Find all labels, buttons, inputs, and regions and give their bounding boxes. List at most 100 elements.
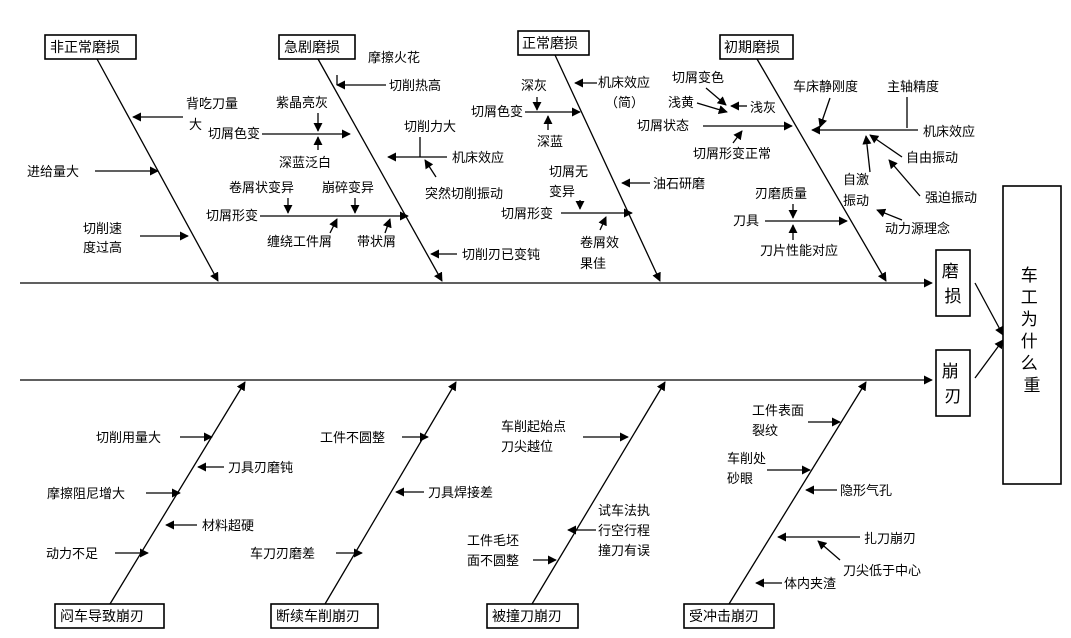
cause-deep-gray: 深灰 (521, 79, 547, 94)
head-box (1002, 185, 1062, 485)
connector-chip-head (974, 339, 1004, 379)
bone-collision (531, 381, 666, 605)
cause-chip-state: 切屑状态 (637, 119, 689, 134)
cause-deep-blue-white: 深蓝泛白 (279, 155, 331, 171)
cause-grind-poor: 车刀刃磨差 (250, 546, 315, 562)
branch-box-chip (935, 349, 971, 417)
category-normal-wear: 正常磨损 (522, 36, 578, 52)
cause-oilstone: 油石研磨 (653, 177, 705, 192)
bone-initial-wear (756, 58, 887, 282)
category-impact: 受冲击崩刃 (689, 609, 759, 625)
cause-stab-chip: 扎刀崩刃 (864, 532, 916, 547)
cause-forced-vibration: 强迫振动 (925, 191, 977, 206)
cause-weld-poor: 刀具焊接差 (428, 485, 493, 501)
arrow-wrap-workpiece (329, 218, 338, 234)
arrow-ribbon-chip (382, 218, 392, 234)
cause-sharpen-quality: 刃磨质量 (755, 187, 807, 202)
cause-deep-blue: 深蓝 (537, 135, 563, 150)
arrow-free-vibration (869, 134, 903, 158)
cause-hidden-pore: 隐形气孔 (840, 483, 892, 499)
bone-normal-wear (554, 54, 661, 282)
cause-back-cut: 背吃刀量 大 (186, 96, 242, 133)
cause-friction-spark: 摩擦火花 (368, 50, 420, 66)
category-box-impact (683, 603, 775, 629)
cause-tool: 刀具 (733, 214, 759, 229)
cause-power-source: 动力源理念 (885, 221, 950, 237)
arrow-self-excited (862, 135, 872, 173)
cause-trial-cut: 试车法执 行空行程 撞刀有误 (598, 503, 654, 559)
arrow-forced-vibration (888, 159, 921, 197)
category-stuffy-car: 闷车导致崩刃 (60, 608, 144, 625)
bone-impact (728, 381, 867, 605)
category-box-rapid-wear (278, 34, 356, 60)
cause-wrap-workpiece: 缠绕工件屑 (267, 234, 332, 250)
cause-start-point: 车削起始点 刀尖越位 (501, 419, 570, 455)
cause-light-yellow: 浅黄 (668, 96, 694, 111)
cause-tip-below-center: 刀尖低于中心 (843, 564, 921, 579)
cause-sand-hole: 车削处 砂眼 (727, 451, 770, 487)
cause-chip-color-change-2: 切屑色变 (471, 104, 523, 120)
cause-lathe-rigidity: 车床静刚度 (793, 79, 858, 95)
cause-light-gray: 浅灰 (750, 101, 776, 116)
cause-blank-uneven: 工件毛坯 面不圆整 (467, 534, 523, 569)
cause-damping-increase: 摩擦阻尼增大 (47, 486, 125, 502)
cause-chip-shape-change-2: 切屑形变 (501, 206, 553, 222)
cause-machine-effect-3: 机床效应 (923, 124, 975, 140)
branch-label-chip: 崩 刃 (942, 362, 964, 407)
arrow-curl-good (598, 216, 607, 231)
category-collision: 被撞刀崩刃 (492, 609, 562, 625)
category-box-collision (486, 603, 579, 629)
cause-curl-shape-var: 卷屑状变异 (229, 180, 294, 196)
cause-machine-effect-2: 机床效应 （简） (598, 75, 654, 111)
cause-feed-large: 进给量大 (27, 165, 79, 180)
cause-blade-performance: 刀片性能对应 (760, 243, 838, 259)
cause-self-excited: 自激 振动 (843, 173, 873, 209)
arrow-chip-shape-normal (732, 130, 743, 144)
arrow-lathe-rigidity (818, 97, 831, 128)
arrow-sudden-vibration (424, 159, 437, 178)
cause-cut-force: 切削力大 (404, 120, 456, 135)
head-title: 车 工 为 什 么 重 (1021, 266, 1043, 396)
cause-cut-heat: 切削热高 (389, 78, 441, 94)
cause-curl-good: 卷屑效 果佳 (580, 235, 623, 272)
cause-chip-color-change-1: 切屑色变 (208, 126, 260, 142)
cause-power-short: 动力不足 (46, 547, 98, 562)
category-rapid-wear: 急剧磨损 (284, 40, 340, 56)
cause-chip-shape-normal: 切屑形变正常 (693, 146, 771, 162)
cause-chip-no-var: 切屑无 变异 (549, 165, 592, 200)
cause-edge-dull: 刀具刃磨钝 (228, 461, 293, 476)
cause-broken-var: 崩碎变异 (322, 180, 374, 196)
cause-edge-changed: 切削刃已变钝 (462, 247, 540, 263)
bone-intermittent (324, 381, 457, 605)
arrow-light-yellow (696, 102, 728, 115)
category-initial-wear: 初期磨损 (724, 39, 780, 56)
branch-box-wear (935, 249, 971, 317)
cause-cut-speed: 切削速 度过高 (83, 222, 126, 256)
cause-free-vibration: 自由振动 (906, 151, 958, 166)
cause-ribbon-chip: 带状屑 (357, 235, 396, 250)
cause-cut-amount-large: 切削用量大 (96, 431, 161, 446)
arrow-chip-color-change-3 (705, 87, 727, 106)
cause-hard-material: 材料超硬 (202, 519, 254, 534)
cause-sudden-vibration: 突然切削振动 (425, 186, 503, 202)
branch-label-wear: 磨 损 (942, 262, 964, 307)
arrow-tip-below-center (817, 540, 841, 561)
bone-rapid-wear (317, 58, 443, 282)
category-intermittent: 断续车削崩刃 (276, 608, 360, 625)
cause-machine-effect-1: 机床效应 (452, 150, 504, 166)
cause-purple-gray: 紫晶亮灰 (276, 95, 328, 111)
cause-chip-color-change-3: 切屑变色 (672, 70, 724, 86)
category-box-abnormal-wear (44, 34, 137, 60)
category-box-initial-wear (719, 34, 794, 60)
cause-chip-shape-change-1: 切屑形变 (206, 208, 258, 224)
category-box-intermittent (270, 603, 379, 629)
connector-wear-head (974, 282, 1004, 336)
cause-spindle-precision: 主轴精度 (887, 79, 939, 95)
category-box-normal-wear (517, 30, 590, 56)
cause-inclusion: 体内夹渣 (784, 576, 836, 592)
category-abnormal-wear: 非正常磨损 (50, 40, 120, 56)
cause-surface-crack: 工件表面 裂纹 (752, 404, 808, 439)
category-box-stuffy-car (54, 603, 165, 629)
arrow-power-source (876, 208, 903, 221)
